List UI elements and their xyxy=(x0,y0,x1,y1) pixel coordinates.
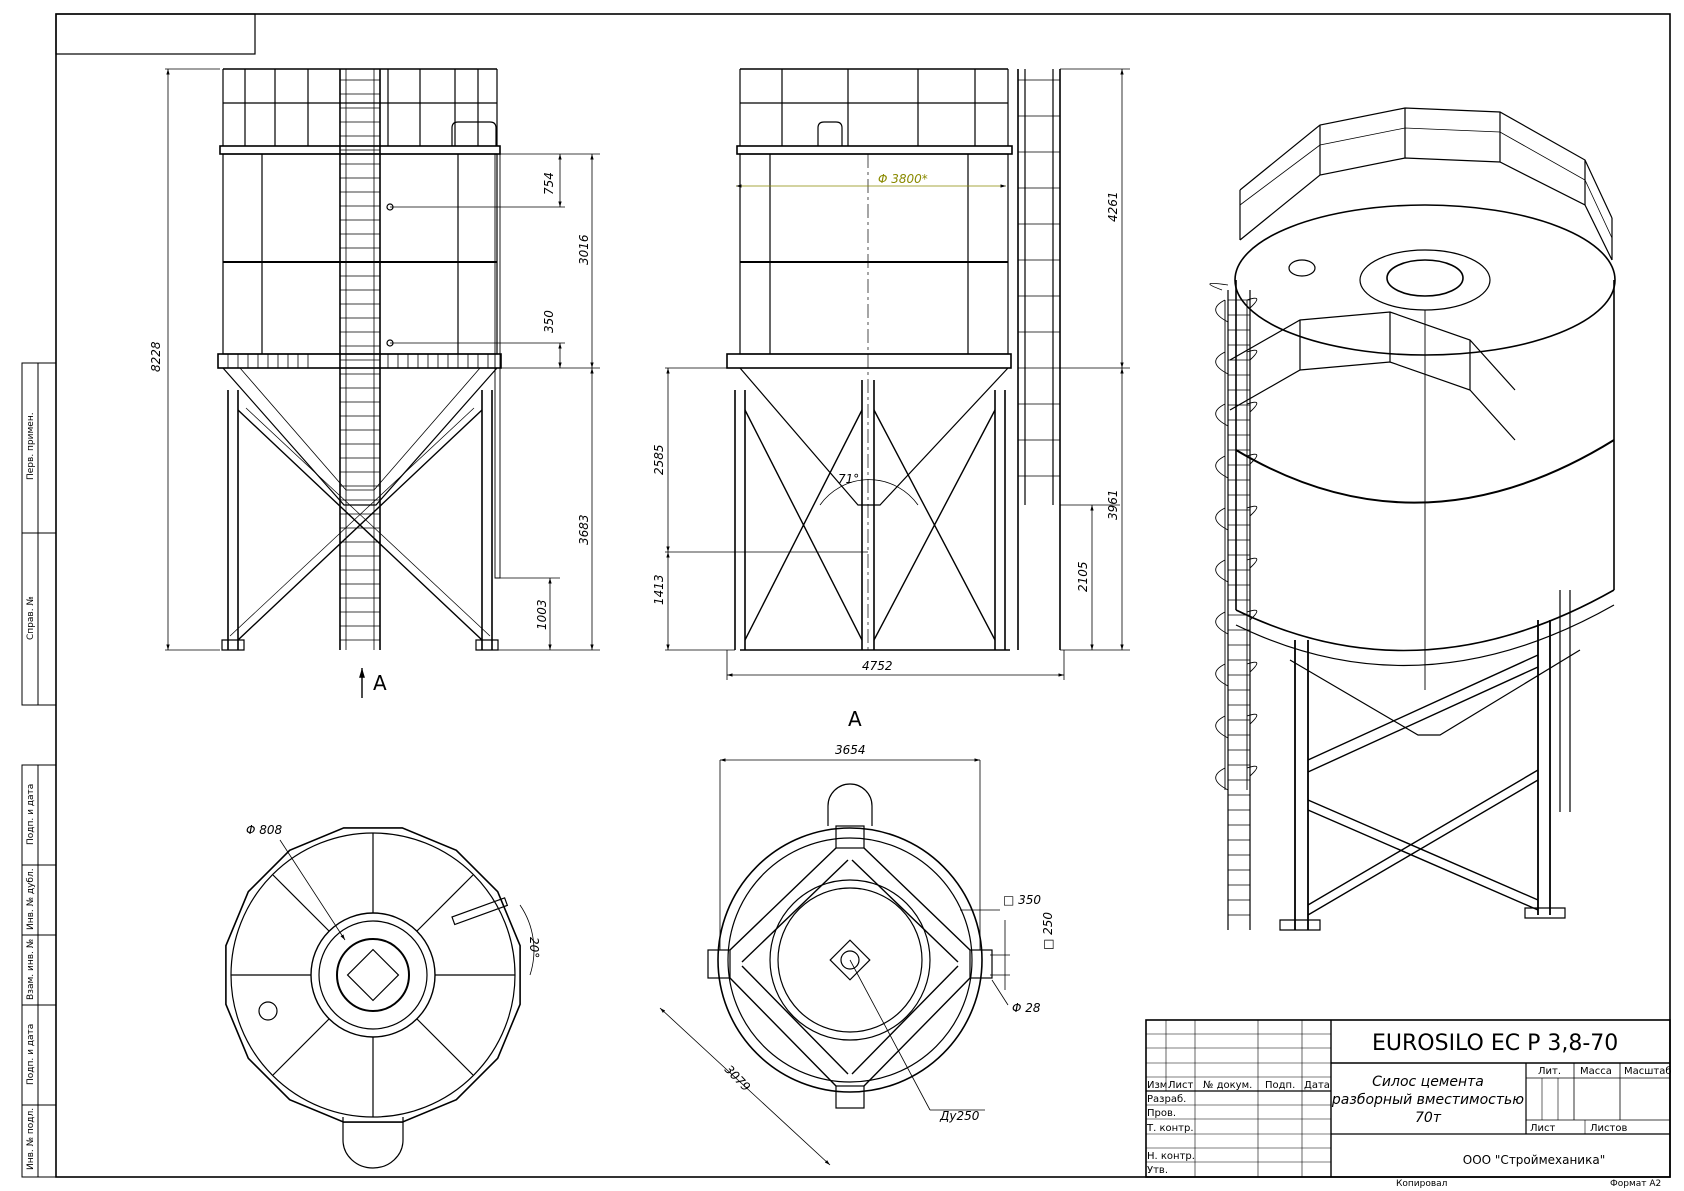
view-a-beams xyxy=(729,847,971,1087)
stamp-inv-dubl: Инв. № дубл. xyxy=(26,868,36,930)
front-cross-bracing xyxy=(229,407,491,641)
rev-col-dokum: № докум. xyxy=(1203,1080,1252,1091)
dim-3016: 3016 xyxy=(577,234,591,265)
top-dimensions xyxy=(279,839,535,976)
dim-8228: 8228 xyxy=(149,341,163,372)
dim-1003: 1003 xyxy=(535,599,549,630)
label-sheets: Листов xyxy=(1590,1123,1627,1134)
drawing-subtitle-3: 70т xyxy=(1415,1110,1442,1126)
stamp-vzam-inv: Взам. инв. № xyxy=(26,939,36,1000)
drawing-subtitle-2: разборный вместимостью xyxy=(1331,1092,1524,1108)
label-lit: Лит. xyxy=(1538,1066,1561,1077)
view-a-dimensions xyxy=(659,758,1010,1166)
drawing-title: EUROSILO EC P 3,8-70 xyxy=(1372,1031,1618,1056)
title-block xyxy=(1145,1019,1671,1178)
rev-col-data: Дата xyxy=(1304,1080,1330,1091)
front-dimension-labels: 8228 754 3016 350 3683 1003 xyxy=(149,172,591,630)
view-a-arrow: A xyxy=(359,668,387,698)
copied-label: Копировал xyxy=(1396,1179,1447,1189)
iso-bracing xyxy=(1307,654,1539,916)
dim-3683: 3683 xyxy=(577,514,591,545)
role-t-kontr: Т. контр. xyxy=(1146,1123,1194,1134)
side-cross-bracing xyxy=(744,409,996,641)
format-label: Формат А2 xyxy=(1610,1179,1661,1189)
dim-angle-71: 71° xyxy=(838,472,859,486)
dim-1413: 1413 xyxy=(652,574,666,605)
label-sheet: Лист xyxy=(1530,1123,1556,1134)
dim-phi28: Φ 28 xyxy=(1012,1001,1041,1015)
front-ladder xyxy=(339,69,381,650)
view-a xyxy=(707,783,993,1109)
side-ladder xyxy=(1017,69,1061,650)
dim-4752: 4752 xyxy=(862,659,893,673)
dim-4261: 4261 xyxy=(1106,191,1120,222)
stamp-inv-podl: Инв. № подл. xyxy=(26,1108,36,1170)
top-view-spokes xyxy=(231,833,515,1117)
top-view xyxy=(225,827,521,1169)
dim-3654: 3654 xyxy=(835,743,866,757)
label-mass: Масса xyxy=(1580,1066,1612,1077)
view-a-title: A xyxy=(848,707,862,731)
dim-2105: 2105 xyxy=(1076,561,1090,592)
stamp-podp-data-2: Подп. и дата xyxy=(26,1024,36,1085)
dim-2585: 2585 xyxy=(652,444,666,475)
dim-sq250: □ 250 xyxy=(1041,912,1055,950)
side-stamp-labels: Перв. примен. Справ. № Подп. и дата Инв.… xyxy=(26,412,36,1170)
side-view xyxy=(726,68,1061,651)
top-dimension-labels: Φ 808 20° xyxy=(246,823,541,958)
front-dimensions xyxy=(165,68,600,651)
dim-350: 350 xyxy=(542,310,556,333)
dim-du250: Ду250 xyxy=(939,1109,980,1123)
role-n-kontr: Н. контр. xyxy=(1147,1151,1195,1162)
role-razrab: Разраб. xyxy=(1147,1094,1186,1105)
front-view xyxy=(217,68,502,651)
dim-angle20: 20° xyxy=(527,937,541,958)
label-scale: Масштаб xyxy=(1624,1066,1672,1077)
rev-col-list: Лист xyxy=(1168,1080,1194,1091)
dim-phi808: Φ 808 xyxy=(246,823,283,837)
iso-railing xyxy=(1229,107,1613,441)
side-dimensions xyxy=(665,68,1130,680)
front-top-railing xyxy=(222,68,498,146)
view-a-arrow-label: A xyxy=(373,671,387,695)
stamp-podp-data-1: Подп. и дата xyxy=(26,784,36,845)
top-view-outline xyxy=(225,827,521,1123)
role-utv: Утв. xyxy=(1147,1165,1168,1176)
dim-754: 754 xyxy=(542,172,556,195)
stamp-sprav-no: Справ. № xyxy=(26,596,36,640)
dim-3961: 3961 xyxy=(1106,489,1120,520)
rev-col-podp: Подп. xyxy=(1265,1080,1295,1091)
dim-diameter-3800: Φ 3800* xyxy=(878,172,928,186)
sheet-frame xyxy=(55,13,1671,1178)
role-prov: Пров. xyxy=(1147,1108,1176,1119)
side-stamp-column xyxy=(21,362,57,1178)
iso-ladder xyxy=(1209,282,1258,930)
title-block-grid xyxy=(1146,1020,1331,1177)
stamp-perv-primen: Перв. примен. xyxy=(26,412,36,480)
isometric-view xyxy=(1209,107,1616,931)
dim-sq350: □ 350 xyxy=(1003,893,1041,907)
drawing-subtitle-1: Силос цемента xyxy=(1372,1074,1484,1090)
rev-col-izm: Изм. xyxy=(1147,1080,1171,1091)
title-block-text: EUROSILO EC P 3,8-70 Силос цемента разбо… xyxy=(1146,1031,1672,1189)
front-ring-ribs xyxy=(227,354,489,368)
side-top-railing xyxy=(739,68,1009,146)
company-name: ООО "Строймеханика" xyxy=(1463,1153,1605,1167)
side-dimension-labels: Φ 3800* 4261 2585 1413 3961 2105 4752 71… xyxy=(652,172,1120,673)
